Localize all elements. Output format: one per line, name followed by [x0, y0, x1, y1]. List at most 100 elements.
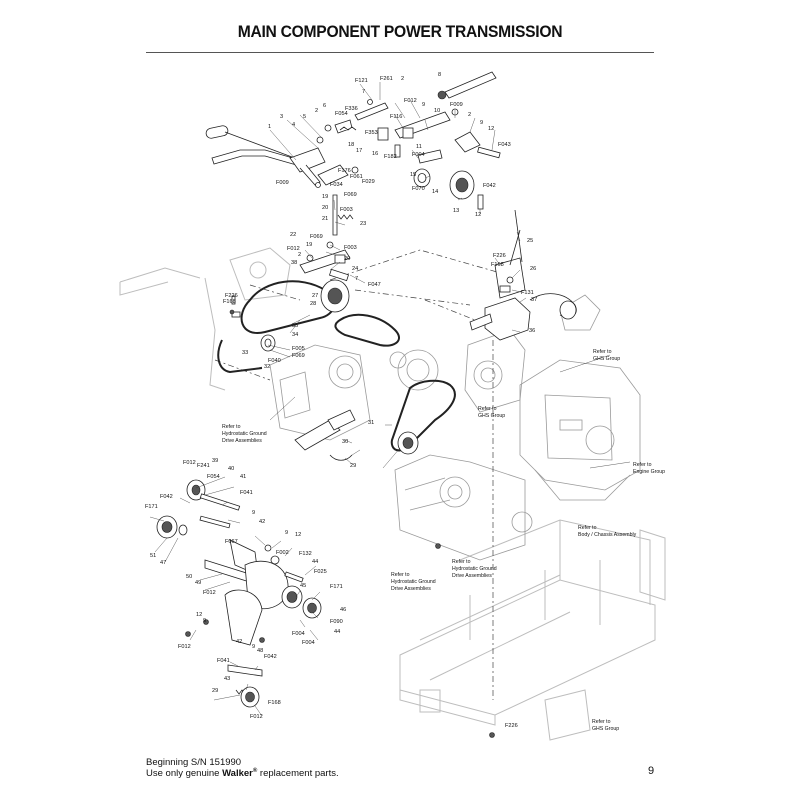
- callout: 12: [196, 612, 202, 618]
- reference-line: Refer to: [592, 719, 611, 725]
- registered-mark: ®: [252, 768, 258, 774]
- callout: F121: [355, 78, 368, 84]
- callout: 10: [434, 108, 440, 114]
- callout: 17: [356, 148, 362, 154]
- reference-line: Refer to: [578, 525, 597, 531]
- reference-line: Body / Chassis Assembly: [578, 532, 637, 538]
- callout: 39: [212, 458, 218, 464]
- ghost-engine: [519, 294, 641, 501]
- leader-lines: [149, 82, 631, 717]
- callout: 41: [240, 474, 246, 480]
- ghost-gearbox: [464, 329, 526, 413]
- reference-line: GHS Group: [593, 356, 620, 362]
- callout: 4: [292, 122, 295, 128]
- callout: 46: [340, 607, 346, 613]
- callout: F067: [225, 539, 238, 545]
- callout: F171: [145, 504, 158, 510]
- callout: 50: [186, 574, 192, 580]
- callout: 20: [344, 256, 350, 262]
- callout: 14: [432, 189, 438, 195]
- callout: F041: [240, 490, 253, 496]
- callout: F041: [217, 658, 230, 664]
- callout: 11: [416, 144, 422, 150]
- callout: 12: [488, 126, 494, 132]
- callout: 2: [468, 112, 471, 118]
- callouts-middle: 22 F069 F012 19 F003 2 20 24 38 7 F047 2…: [223, 232, 537, 469]
- refer-body-chassis: Refer to Body / Chassis Assembly: [578, 525, 637, 538]
- callout: F012: [183, 460, 196, 466]
- callout: 16: [372, 151, 378, 157]
- callout: F069: [292, 353, 305, 359]
- callouts-upper: F121 F261 2 7 8 F012 9 F009 10 F336 F054…: [268, 72, 511, 227]
- callout: F168: [268, 700, 281, 706]
- reference-line: Drive Assemblies: [452, 573, 492, 579]
- callout: 28: [310, 301, 316, 307]
- callout: F054: [335, 111, 348, 117]
- callout: F012: [178, 644, 191, 650]
- reference-line: Hydrostatic Ground: [452, 566, 497, 572]
- callout: 44: [312, 559, 318, 565]
- callout: F034: [330, 182, 343, 188]
- refer-hydro-lower: Refer to Hydrostatic Ground Drive Assemb…: [391, 572, 436, 592]
- gearbox-assembly: [294, 209, 577, 461]
- callout: F226: [225, 293, 238, 299]
- callout: 15: [410, 172, 416, 178]
- callout: F116: [390, 114, 402, 120]
- callout: F171: [330, 584, 343, 590]
- callout: 49: [195, 580, 201, 586]
- callout: 9: [422, 102, 425, 108]
- callout: 23: [360, 221, 366, 227]
- callout: 5: [303, 114, 306, 120]
- callout: 24: [352, 266, 358, 272]
- callout: 7: [355, 276, 358, 282]
- refer-hydro-center: Refer to Hydrostatic Ground Drive Assemb…: [452, 559, 497, 579]
- callout: F004: [302, 640, 315, 646]
- callout: 47: [160, 560, 166, 566]
- callout: 8: [438, 72, 441, 78]
- callout: 18: [348, 142, 354, 148]
- callout: F012: [250, 714, 263, 720]
- callout: F353: [365, 130, 378, 136]
- callout: F042: [264, 654, 277, 660]
- callout: 30: [342, 439, 348, 445]
- callout: 9: [285, 530, 288, 536]
- callout: 3: [280, 114, 283, 120]
- callout: 9: [252, 644, 255, 650]
- callout: 48: [257, 648, 263, 654]
- reference-line: Hydrostatic Ground: [391, 579, 436, 585]
- reference-line: Refer to: [478, 406, 497, 412]
- callouts-lower: F012 F241 39 40 F054 41 F042 F041 F171 9…: [145, 458, 518, 729]
- callout: F009: [450, 102, 463, 108]
- callout: 44: [334, 629, 340, 635]
- callout: 34: [292, 332, 298, 338]
- callout: F047: [368, 282, 381, 288]
- callout: F132: [299, 551, 312, 557]
- callout: 9: [252, 510, 255, 516]
- callout: F029: [362, 179, 375, 185]
- callout: 40: [228, 466, 234, 472]
- footer-prefix: Use only genuine: [146, 768, 223, 780]
- ghost-hydro-left: [269, 344, 371, 441]
- callout: 21: [322, 216, 328, 222]
- callout: F168: [223, 299, 236, 305]
- reference-line: Hydrostatic Ground: [222, 431, 267, 437]
- callout: 33: [242, 350, 248, 356]
- callout: F090: [330, 619, 343, 625]
- footer-brand: Walker®: [222, 768, 258, 780]
- callout: F176: [338, 168, 351, 174]
- callout: F168: [491, 262, 504, 268]
- reference-line: Drive Assemblies: [222, 438, 262, 444]
- footer-parts-note: Use only genuine Walker® replacement par…: [146, 768, 339, 779]
- callout: 12: [295, 532, 301, 538]
- callout: F070: [412, 186, 425, 192]
- ghost-pulleys-center: [389, 349, 439, 391]
- callout: 32: [264, 364, 270, 370]
- refer-hydro-left: Refer to Hydrostatic Ground Drive Assemb…: [222, 424, 267, 444]
- reference-line: GHS Group: [478, 413, 505, 419]
- callout: 43: [224, 676, 230, 682]
- callout: 9: [203, 618, 206, 624]
- refer-ghs-bottom: Refer to GHS Group: [592, 719, 619, 732]
- callout: F040: [268, 358, 281, 364]
- callout: 2: [298, 252, 301, 258]
- callout: 42: [259, 519, 265, 525]
